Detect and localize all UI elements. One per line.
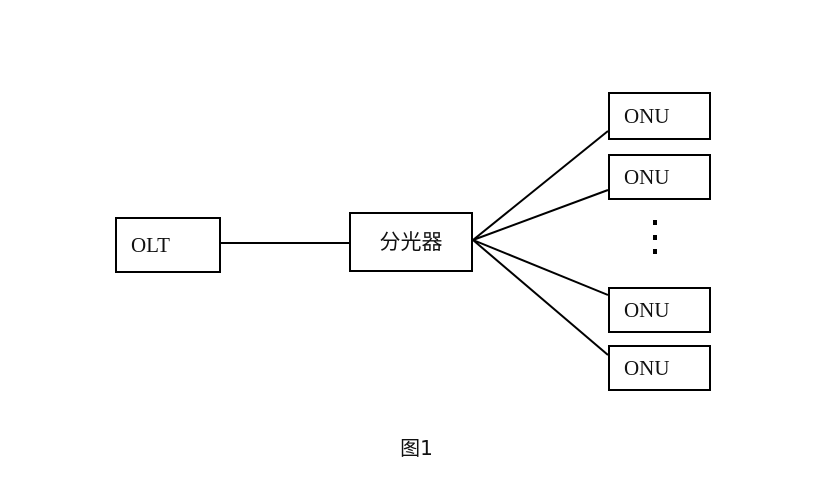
node-onu-3[interactable]: ONU bbox=[608, 287, 711, 333]
node-olt[interactable]: OLT bbox=[115, 217, 221, 273]
node-olt-label: OLT bbox=[131, 232, 170, 257]
node-onu-1[interactable]: ONU bbox=[608, 92, 711, 140]
node-splitter-label: 分光器 bbox=[379, 229, 443, 254]
link-splitter-to-onu-3 bbox=[472, 239, 609, 296]
figure-caption: 图1 bbox=[400, 436, 433, 460]
node-onu-4-label: ONU bbox=[624, 355, 670, 380]
vertical-ellipsis-icon bbox=[650, 220, 660, 254]
link-splitter-to-onu-1 bbox=[472, 130, 609, 241]
link-splitter-to-onu-4 bbox=[472, 239, 609, 356]
node-onu-2-label: ONU bbox=[624, 164, 670, 189]
node-onu-2[interactable]: ONU bbox=[608, 154, 711, 200]
ellipsis-dot bbox=[653, 249, 657, 254]
node-onu-1-label: ONU bbox=[624, 103, 670, 128]
node-onu-4[interactable]: ONU bbox=[608, 345, 711, 391]
node-splitter[interactable]: 分光器 bbox=[349, 212, 473, 272]
ellipsis-dot bbox=[653, 220, 657, 225]
ellipsis-dot bbox=[653, 234, 657, 240]
link-splitter-to-onu-2 bbox=[472, 189, 609, 241]
node-onu-3-label: ONU bbox=[624, 297, 670, 322]
